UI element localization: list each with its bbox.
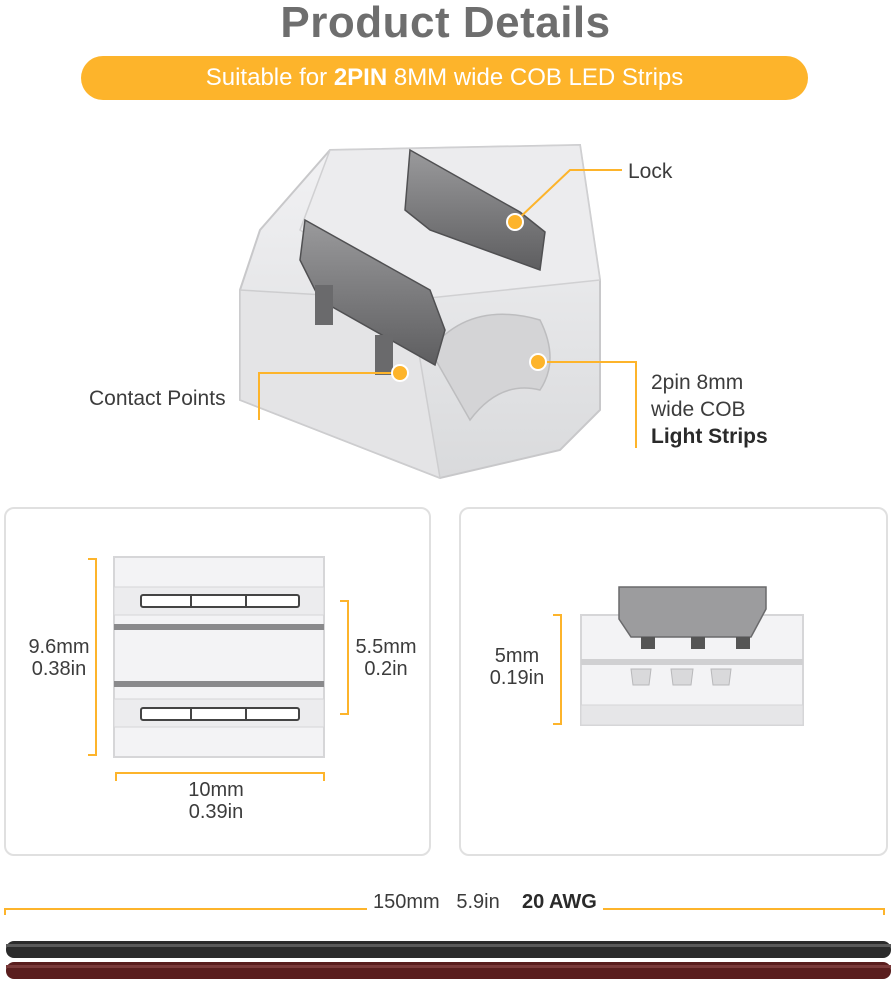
inner-dimension: 5.5mm 0.2in [346, 636, 426, 680]
side-height-in: 0.19in [489, 667, 545, 689]
wire-pair [6, 941, 891, 979]
height-dimension: 9.6mm 0.38in [18, 636, 100, 680]
banner-prefix: Suitable for [205, 64, 334, 91]
side-view-panel: 5mm 0.19in [459, 507, 888, 856]
black-wire [6, 941, 891, 958]
strip-label-line1: 2pin 8mm [651, 371, 744, 394]
contact-plate-front [299, 218, 446, 367]
lock-leader [514, 169, 622, 223]
inner-in: 0.2in [364, 658, 408, 680]
strip-label-line2: wide COB [651, 398, 746, 421]
width-in: 0.39in [188, 801, 244, 823]
cable-length: 150mm 5.9in 20 AWG [367, 891, 603, 914]
width-dimension: 10mm 0.39in [166, 779, 266, 823]
side-height-mm: 5mm [494, 645, 540, 667]
contact-plate-rear [404, 148, 546, 272]
red-wire [6, 962, 891, 979]
contact-leader [258, 372, 400, 420]
inner-mm: 5.5mm [355, 636, 417, 658]
strip-label: 2pin 8mm wide COB Light Strips [651, 369, 768, 450]
connector-illustration [239, 143, 637, 480]
length-mm: 150mm [373, 891, 440, 913]
top-view-drawing [88, 556, 349, 781]
side-view-drawing [553, 586, 804, 726]
strip-label-line3: Light Strips [651, 425, 768, 448]
page-title: Product Details [280, 0, 611, 47]
top-view-panel: 9.6mm 0.38in 5.5mm 0.2in 10mm 0.39in [4, 507, 431, 856]
wire-gauge: 20 AWG [521, 891, 597, 913]
lock-label: Lock [628, 160, 673, 183]
contact-points-label: Contact Points [89, 387, 226, 410]
length-in: 5.9in [456, 891, 500, 913]
width-mm: 10mm [188, 779, 244, 801]
banner-suffix: 8MM wide COB LED Strips [387, 64, 684, 91]
banner-bold: 2PIN [333, 64, 388, 91]
strip-leader [538, 361, 637, 448]
height-mm: 9.6mm [28, 636, 90, 658]
side-height-dimension: 5mm 0.19in [477, 645, 557, 689]
side-view-lock [618, 586, 767, 638]
compatibility-banner: Suitable for 2PIN 8MM wide COB LED Strip… [81, 56, 808, 100]
height-in: 0.38in [31, 658, 87, 680]
